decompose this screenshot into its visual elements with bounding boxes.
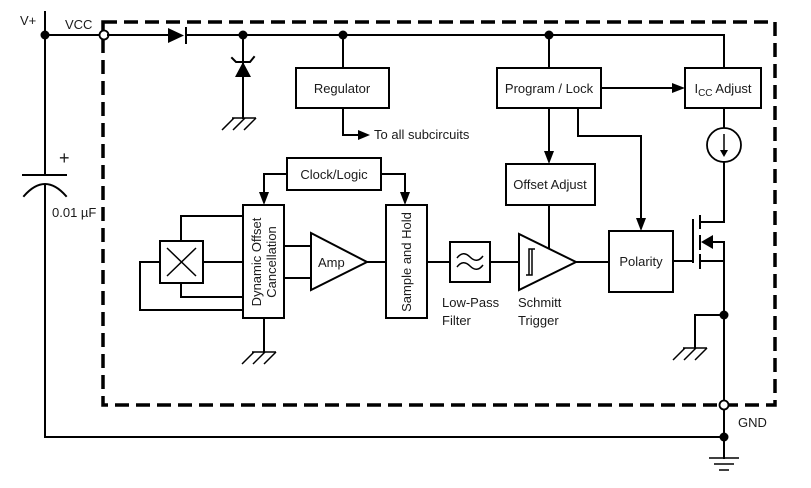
gnd-pin [718,399,730,411]
ic-boundary [101,20,777,407]
earth-ground-icon [709,457,739,471]
filter-wave-icon [456,253,484,270]
capacitor-value: 0.01 µF [52,205,96,220]
schmitt-label-line2: Trigger [518,313,559,328]
arrowhead [544,151,554,164]
arrowhead [672,83,685,93]
to-all-subcircuits-label: To all subcircuits [374,127,470,142]
diode-triangle [168,28,184,43]
drain-wire [699,161,725,223]
mosfet-symbol [692,215,725,269]
vcc-rail [185,34,725,69]
offset-adjust-label: Offset Adjust [513,177,587,192]
doc-label-line1: Dynamic Offset [249,217,264,306]
arrowhead [358,130,370,140]
icc-subscript: CC [698,88,712,99]
wire [139,261,244,311]
doc-label-line2: Cancellation [264,226,279,298]
ground-icon [221,117,257,131]
schmitt-trigger-block [518,232,579,292]
lpf-label-line1: Low-Pass [442,295,500,310]
icc-adjust-block [684,67,762,109]
regulator-output-wire [342,107,361,136]
gnd-label: GND [738,415,767,430]
capacitor-polarity: + [59,148,70,168]
icc-symbol: I [694,81,698,96]
capacitor-symbol [22,174,68,198]
hall-element [159,240,204,284]
icc-adjust-label: ICC Adjust [694,81,751,99]
capacitor-plate-curved [22,183,68,198]
wire [180,215,244,242]
cross-icon [166,247,197,277]
polarity-block [608,230,674,293]
regulator-block [295,67,390,109]
zener-triangle [235,62,251,77]
external-circuit: + 0.01 µF V+ VCC [20,11,725,438]
wire [263,173,288,194]
ground-icon [241,351,277,365]
icc-suffix: Adjust [713,81,752,96]
lpf-label-line2: Filter [442,313,472,328]
vcc-label: VCC [65,17,92,32]
zener-diode-symbol [230,34,256,119]
program-lock-label: Program / Lock [505,81,594,96]
wire [694,314,725,349]
hysteresis-icon [526,248,535,276]
arrowhead [701,235,713,249]
low-pass-filter-block [449,241,491,283]
sample-and-hold-block [385,204,428,319]
sample-and-hold-label: Sample and Hold [399,212,414,312]
wire [380,173,406,194]
current-source-icon [706,127,742,163]
ground-icon [672,347,708,361]
arrowhead [259,192,269,205]
arrowhead [636,218,646,231]
schmitt-label-line1: Schmitt [518,295,562,310]
junction-dot [719,432,729,442]
amp-label: Amp [318,255,345,270]
regulator-label: Regulator [314,81,371,96]
clock-logic-label: Clock/Logic [300,167,368,182]
diode-symbol [168,27,187,44]
wire [180,282,244,298]
zener-bar [230,55,256,63]
offset-adjust-block [505,163,596,206]
amp-block [310,231,370,292]
polarity-label: Polarity [619,254,663,269]
junction-dot [40,30,50,40]
arrowhead [400,192,410,205]
vplus-label: V+ [20,13,36,28]
wire [577,107,642,220]
